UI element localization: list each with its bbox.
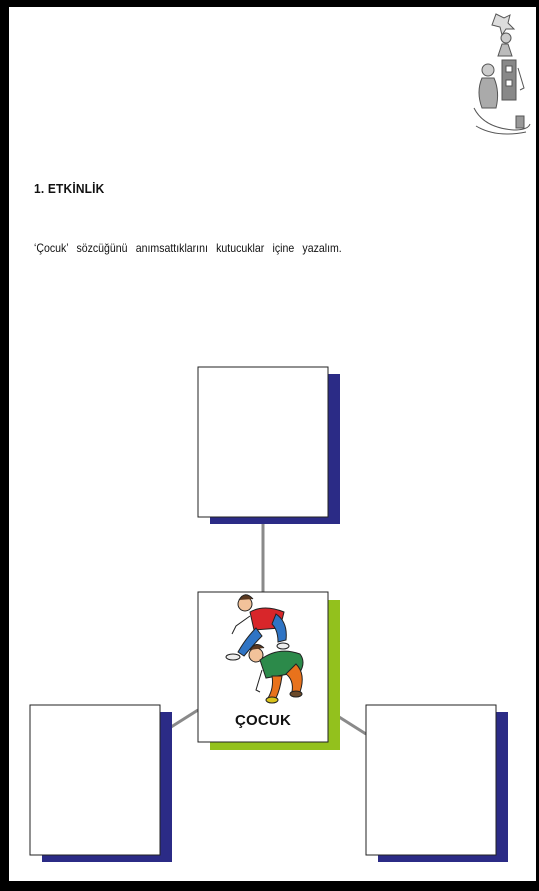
activity-instruction: ‘Çocuk’ sözcüğünü anımsattıklarını kutuc…: [34, 241, 342, 255]
top-answer-box: [197, 366, 329, 518]
right-answer-box: [365, 704, 497, 856]
child-figures-illustration: [473, 13, 531, 135]
children-playing-leapfrog-illustration: [225, 594, 304, 704]
center-label: ÇOCUK: [235, 712, 291, 729]
left-answer-box: [29, 704, 161, 856]
activity-title: 1. ETKİNLİK: [34, 181, 105, 196]
